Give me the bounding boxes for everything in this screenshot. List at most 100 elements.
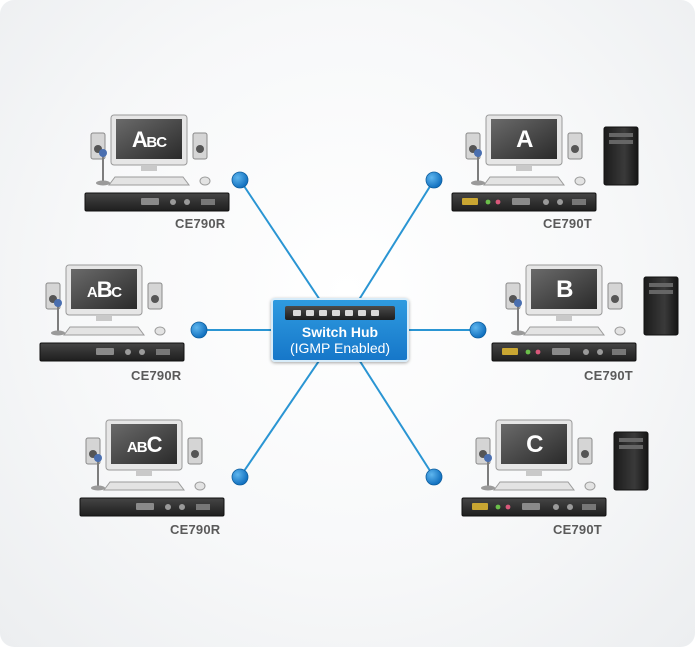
- station-t3-label: CE790T: [553, 522, 602, 537]
- microphone-base: [471, 180, 485, 186]
- vga-port-icon: [512, 198, 530, 205]
- station-t2-label: CE790T: [584, 368, 633, 383]
- microphone-base: [51, 330, 65, 336]
- keyboard-icon: [493, 481, 575, 491]
- keyboard-icon: [483, 176, 565, 186]
- pc-drive-bay: [609, 133, 633, 137]
- screen-letter-a: A: [132, 127, 148, 152]
- screen-letter-c: C: [526, 431, 543, 458]
- monitor-screen: [71, 269, 137, 309]
- rj45-port-icon: [582, 504, 596, 510]
- hub-port: [371, 310, 379, 316]
- speaker-cone-icon: [151, 295, 159, 303]
- pc-drive-bay: [619, 445, 643, 449]
- monitor-screen: [501, 424, 567, 464]
- keyboard-icon: [523, 326, 605, 336]
- hub-port: [332, 310, 340, 316]
- screen-letter-a: A: [516, 126, 533, 153]
- screen-letter-c: C: [147, 432, 163, 457]
- microphone-icon: [54, 299, 62, 307]
- link-node-t3: [425, 468, 443, 486]
- mouse-icon: [194, 481, 206, 491]
- rj45-port-icon: [196, 504, 210, 510]
- pc-drive-bay: [619, 438, 643, 442]
- station-t2: B: [491, 264, 679, 362]
- extender-unit-r2: [39, 342, 185, 362]
- station-r3-label: CE790R: [170, 522, 221, 537]
- switch-hub: Switch Hub (IGMP Enabled): [271, 298, 409, 362]
- vga-port-icon: [552, 348, 570, 355]
- ps2-port-icon: [165, 504, 171, 510]
- extender-unit-t2: [491, 342, 637, 362]
- vga-port-icon: [141, 198, 159, 205]
- hub-port: [345, 310, 353, 316]
- extender-unit-r3: [79, 497, 225, 517]
- pc-drive-bay: [649, 290, 673, 294]
- microphone-icon: [484, 454, 492, 462]
- keyboard-icon: [103, 481, 185, 491]
- microphone-icon: [94, 454, 102, 462]
- rs232-port-icon: [502, 348, 518, 355]
- link-node-r2: [190, 321, 208, 339]
- mouse-icon: [199, 176, 211, 186]
- station-t1-label: CE790T: [543, 216, 592, 231]
- extender-unit-r1: [84, 192, 230, 212]
- screen-letter-c: C: [156, 134, 167, 151]
- mouse-icon: [154, 326, 166, 336]
- screen-letter-a: A: [127, 439, 138, 456]
- rj45-port-icon: [612, 349, 626, 355]
- monitor-screen: [111, 424, 177, 464]
- link-node-t2: [469, 321, 487, 339]
- monitor-stand: [96, 315, 112, 321]
- ps2-port-icon: [125, 349, 131, 355]
- keyboard-icon: [63, 326, 145, 336]
- station-t3: C: [461, 419, 649, 517]
- monitor-screen: [531, 269, 597, 309]
- pc-drive-bay: [649, 283, 673, 287]
- mouse-icon: [574, 176, 586, 186]
- speaker-cone-icon: [611, 295, 619, 303]
- rs232-port-icon: [462, 198, 478, 205]
- rj45-port-icon: [201, 199, 215, 205]
- extender-unit-t1: [451, 192, 597, 212]
- ps2-port-icon: [557, 199, 563, 205]
- speaker-cone-icon: [571, 145, 579, 153]
- screen-letter-b: B: [556, 276, 573, 303]
- audio-jack-icon: [495, 504, 501, 510]
- monitor-stand: [141, 165, 157, 171]
- monitor-stand: [556, 315, 572, 321]
- screen-letter-b: B: [97, 277, 113, 302]
- keyboard-icon: [108, 176, 190, 186]
- ps2-port-icon: [553, 504, 559, 510]
- audio-jack-icon: [495, 199, 501, 205]
- ps2-port-icon: [170, 199, 176, 205]
- hub-port: [306, 310, 314, 316]
- audio-jack-icon: [505, 504, 511, 510]
- rs232-port-icon: [472, 503, 488, 510]
- audio-jack-icon: [535, 349, 541, 355]
- switch-hub-device-icon: [285, 306, 395, 320]
- speaker-cone-icon: [191, 450, 199, 458]
- microphone-icon: [474, 149, 482, 157]
- hub-subtitle: (IGMP Enabled): [289, 340, 391, 356]
- ps2-port-icon: [179, 504, 185, 510]
- hub-title: Switch Hub: [301, 324, 379, 340]
- link-node-r3: [231, 468, 249, 486]
- station-r2-label: CE790R: [131, 368, 182, 383]
- microphone-icon: [99, 149, 107, 157]
- ps2-port-icon: [597, 349, 603, 355]
- microphone-base: [96, 180, 110, 186]
- rj45-port-icon: [156, 349, 170, 355]
- hub-port: [358, 310, 366, 316]
- audio-jack-icon: [525, 349, 531, 355]
- monitor-stand: [526, 470, 542, 476]
- microphone-icon: [514, 299, 522, 307]
- monitor-stand: [136, 470, 152, 476]
- mouse-icon: [584, 481, 596, 491]
- audio-jack-icon: [485, 199, 491, 205]
- monitor-screen: [491, 119, 557, 159]
- ps2-port-icon: [139, 349, 145, 355]
